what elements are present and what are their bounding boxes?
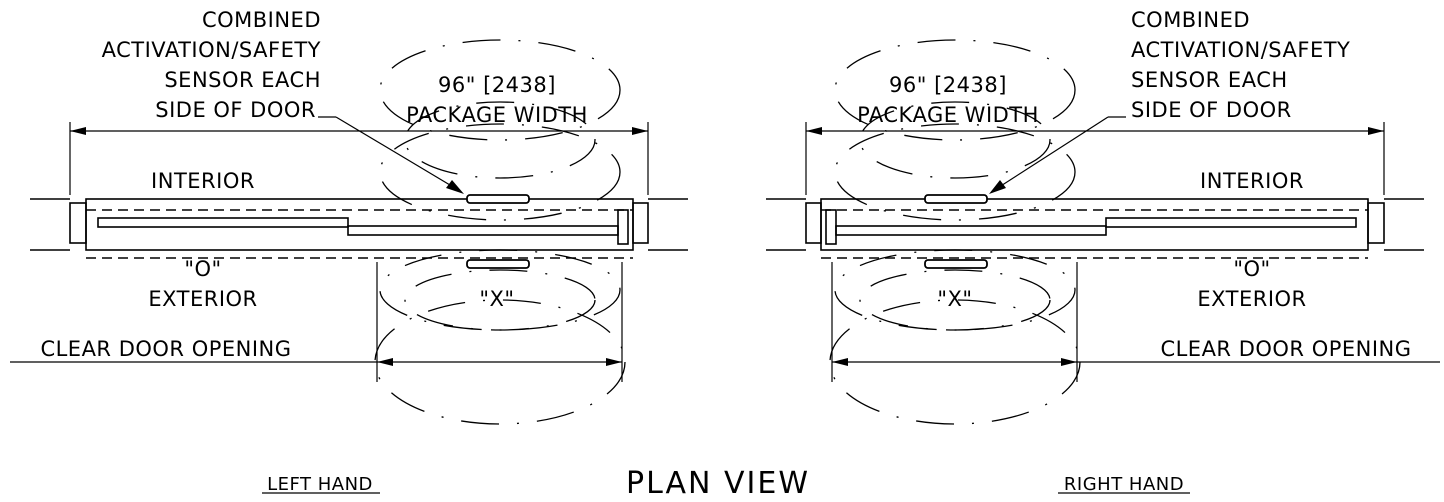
left-hand-caption: LEFT HAND	[267, 474, 373, 495]
right-sensor-note-line4: SIDE OF DOOR	[1131, 98, 1292, 122]
left-package-width-value: 96" [2438]	[438, 73, 556, 97]
right-wall-left	[766, 198, 822, 251]
right-package-width-value: 96" [2438]	[889, 73, 1007, 97]
left-interior-detection-pattern	[379, 39, 621, 221]
right-sensor-leader	[989, 116, 1126, 194]
left-sensor-note-line2: ACTIVATION/SAFETY	[102, 38, 321, 62]
left-fixed-panel	[97, 217, 349, 228]
left-jamb	[617, 209, 629, 245]
right-jamb	[825, 209, 837, 245]
left-exterior-label: EXTERIOR	[148, 287, 257, 311]
right-clear-opening-dimension	[831, 262, 1440, 382]
left-exterior-sensor	[466, 259, 530, 269]
right-hand-caption: RIGHT HAND	[1064, 474, 1184, 495]
left-fixed-panel-label: "O"	[184, 257, 221, 281]
right-exterior-label: EXTERIOR	[1197, 287, 1306, 311]
right-interior-sensor	[924, 194, 988, 204]
left-sensor-note-line1: COMBINED	[202, 8, 321, 32]
left-sliding-panel-label: "X"	[479, 287, 514, 311]
left-interior-label: INTERIOR	[151, 169, 255, 193]
left-sensor-leader	[318, 116, 464, 194]
left-clear-opening-dimension	[10, 262, 623, 382]
right-fixed-panel	[1105, 217, 1357, 228]
right-package-width-label: PACKAGE WIDTH	[857, 103, 1039, 127]
right-hand-view: COMBINED ACTIVATION/SAFETY SENSOR EACH S…	[766, 8, 1440, 495]
left-exterior-detection-pattern	[374, 249, 626, 425]
right-interior-detection-pattern	[834, 39, 1076, 221]
left-sensor-note-line4: SIDE OF DOOR	[155, 98, 316, 122]
right-sliding-panel-label: "X"	[937, 287, 972, 311]
right-package-width-dimension	[805, 122, 1385, 195]
right-sensor-note-line2: ACTIVATION/SAFETY	[1131, 38, 1350, 62]
left-interior-sensor	[466, 194, 530, 204]
left-sliding-panel	[347, 225, 619, 236]
right-exterior-detection-pattern	[829, 249, 1081, 425]
left-package-width-label: PACKAGE WIDTH	[406, 103, 588, 127]
left-wall-right	[632, 198, 688, 251]
plan-view-title: PLAN VIEW	[626, 466, 810, 497]
left-sensor-note-line3: SENSOR EACH	[164, 68, 321, 92]
left-hand-view: COMBINED ACTIVATION/SAFETY SENSOR EACH S…	[10, 8, 688, 495]
right-sensor-note-line1: COMBINED	[1131, 8, 1250, 32]
right-fixed-panel-label: "O"	[1233, 257, 1270, 281]
left-clear-opening-label: CLEAR DOOR OPENING	[40, 337, 291, 361]
right-clear-opening-label: CLEAR DOOR OPENING	[1160, 337, 1411, 361]
right-header-frame	[820, 198, 1369, 251]
right-sliding-panel	[835, 225, 1107, 236]
right-wall-right	[1367, 198, 1424, 251]
right-interior-label: INTERIOR	[1200, 169, 1304, 193]
right-sensor-note-line3: SENSOR EACH	[1131, 68, 1288, 92]
left-header-frame	[85, 198, 634, 251]
left-wall-left	[30, 198, 87, 251]
right-exterior-sensor	[924, 259, 988, 269]
